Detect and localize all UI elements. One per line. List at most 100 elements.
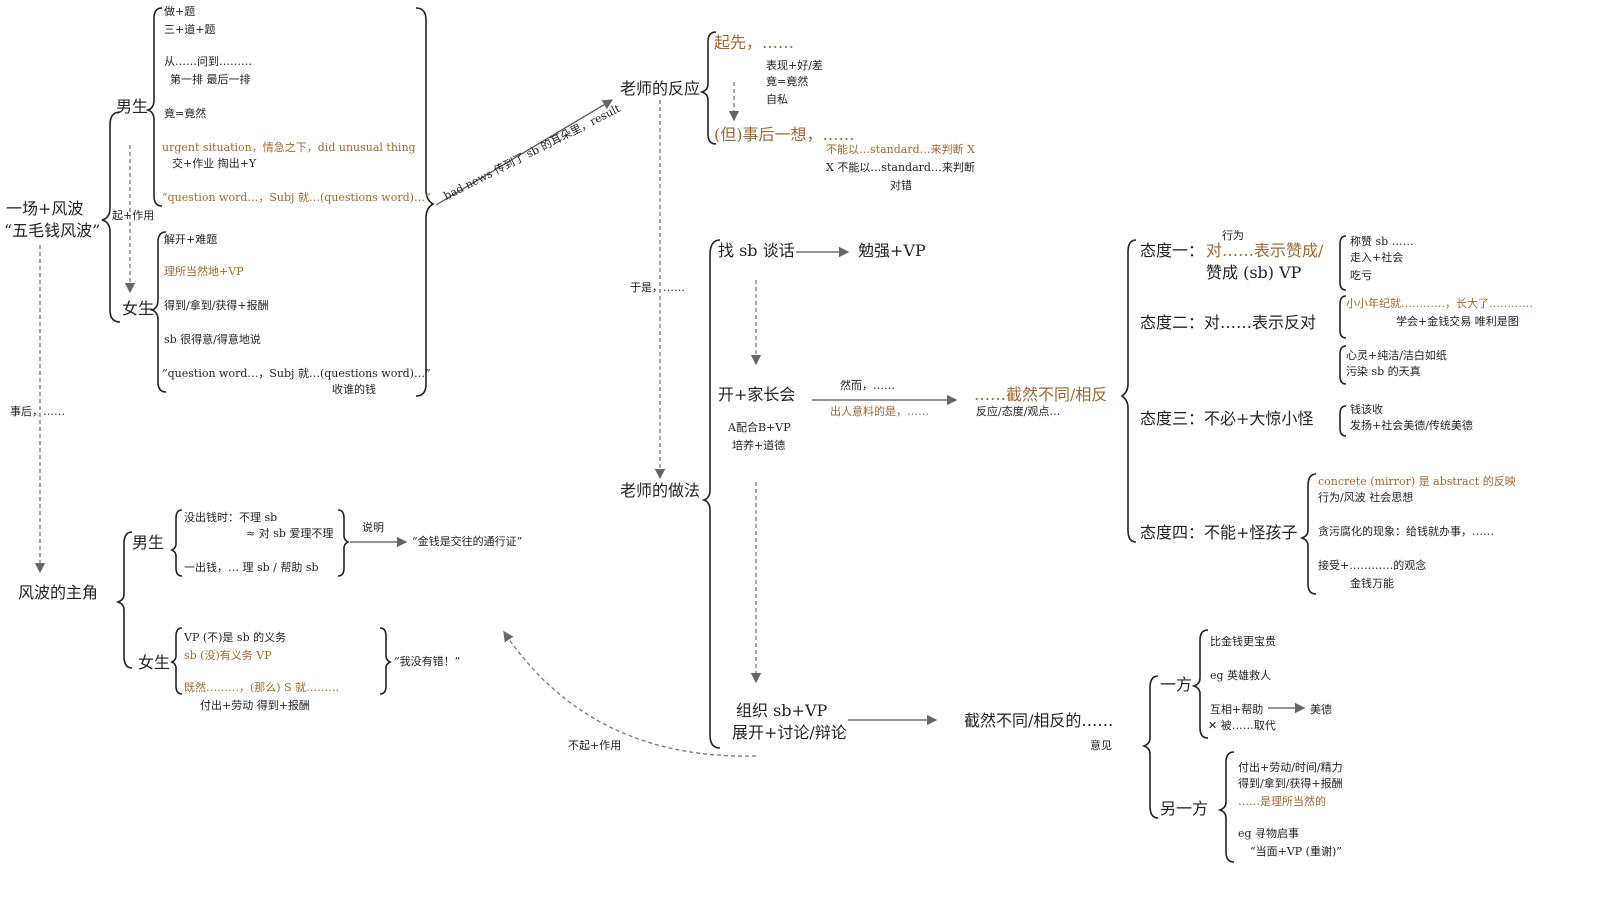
side-other-item-2: 得到/拿到/获得+报酬	[1238, 777, 1343, 790]
brace-prot-girls-r	[379, 627, 392, 695]
action-however: 然而，……	[840, 379, 895, 392]
girls-item-1: 解开+难题	[164, 233, 218, 246]
a1-label: 态度一：	[1140, 241, 1205, 260]
side-other-item-4: eg 寻物启事	[1238, 827, 1300, 840]
actions-title: 老师的做法	[620, 481, 701, 500]
brace-a3	[1339, 405, 1347, 437]
action-different: ……截然不同/相反	[974, 385, 1108, 404]
prot-girls-item-3: 既然………，(那么) S 就………	[184, 681, 340, 694]
action-meeting: 开+家长会	[718, 385, 796, 404]
brace-other	[1217, 751, 1235, 863]
brace-protagonists	[115, 531, 133, 669]
side-one-item-1: 比金钱更宝贵	[1210, 635, 1276, 648]
debate-result: 截然不同/相反的……	[964, 711, 1114, 730]
brace-prot-boys-l	[170, 509, 183, 577]
prot-girls-item-1: VP (不)是 sb 的义务	[184, 631, 287, 644]
a1-text-b: 表示赞成/	[1254, 241, 1324, 260]
side-one-item-4: ✕ 被……取代	[1208, 719, 1276, 732]
debate-opinion: 意见	[1090, 739, 1112, 752]
root-title: 一场+风波	[6, 199, 84, 218]
action-force: 勉强+VP	[858, 241, 926, 260]
side-other-item-3: ……是理所当然的	[1238, 795, 1326, 808]
a3-item-2: 发扬+社会美德/传统美德	[1350, 419, 1473, 432]
girls-item-2: 理所当然地+VP	[164, 265, 244, 278]
a1-text-a: 对……	[1206, 241, 1255, 260]
brace-boys-items	[145, 7, 163, 207]
brace-a4	[1299, 473, 1317, 595]
reaction-title: 老师的反应	[620, 79, 701, 98]
reaction-then: (但)事后一想，……	[714, 125, 855, 144]
news-arrow-label: bad news 传到了 sb 的耳朵里，result	[441, 101, 623, 203]
girls-item-6: 收谁的钱	[332, 383, 376, 396]
a1-item-2: 走入+社会	[1350, 251, 1404, 264]
action-meeting-1: A配合B+VP	[728, 421, 791, 434]
a3-item-1: 钱该收	[1350, 403, 1383, 416]
boys-item-2: 三+道+题	[164, 23, 216, 36]
reaction-first-2: 竟=竟然	[766, 75, 809, 88]
a2-label: 态度二：对……表示反对	[1140, 313, 1317, 332]
reaction-then-2: X 不能以…standard…来判断	[826, 161, 975, 174]
root-subtitle: “五毛钱风波”	[4, 221, 101, 240]
a2-item-4: 污染 sb 的天真	[1346, 365, 1421, 378]
prot-boys-item-2: ≈ 对 sb 爱理不理	[246, 527, 334, 540]
a1-item-1: 称赞 sb ……	[1350, 235, 1414, 248]
prot-boys-label: 男生	[132, 533, 165, 552]
brace-actions	[701, 239, 721, 749]
a1-item-3: 吃亏	[1350, 269, 1372, 282]
dash-no-effect	[503, 630, 757, 757]
protagonists-title: 风波的主角	[18, 583, 99, 602]
prot-boys-item-1: 没出钱时：不理 sb	[184, 511, 278, 524]
a4-item-4: 接受+…………的观念	[1318, 559, 1427, 572]
side-one-item-3: 互相+帮助	[1210, 703, 1264, 716]
side-other-item-5: “当面+VP (重谢)”	[1250, 845, 1342, 858]
a4-label: 态度四：不能+怪孩子	[1140, 523, 1298, 542]
reaction-first-1: 表现+好/差	[766, 59, 823, 72]
reaction-first: 起先，……	[714, 33, 795, 52]
prot-boys-explain: 说明	[362, 521, 384, 534]
action-different-sub: 反应/态度/观点…	[976, 405, 1061, 418]
reaction-then-1: 不能以…standard…来判断 X	[826, 143, 975, 156]
boys-item-4: 第一排 最后一排	[170, 73, 251, 86]
boys-item-3: 从……问到………	[164, 55, 252, 68]
start-effect-label: 起+作用	[112, 209, 155, 222]
brace-prot-boys-r	[337, 509, 350, 577]
boys-item-1: 做+题	[164, 5, 196, 18]
a4-item-3: 贪污腐化的现象：给钱就办事，……	[1318, 525, 1494, 538]
events-boys-label: 男生	[116, 97, 149, 116]
a4-item-1: concrete (mirror) 是 abstract 的反映	[1318, 475, 1516, 488]
girls-item-4: sb 很得意/得意地说	[164, 333, 261, 346]
brace-one	[1191, 629, 1209, 739]
reaction-first-3: 自私	[766, 93, 788, 106]
brace-prot-girls-l	[170, 627, 183, 695]
brace-a1	[1339, 235, 1347, 291]
side-other-item-1: 付出+劳动/时间/精力	[1238, 761, 1343, 774]
girls-item-3: 得到/拿到/获得+报酬	[164, 299, 269, 312]
a2-item-2: 学会+金钱交易 唯利是图	[1396, 315, 1519, 328]
boys-item-6: urgent situation，情急之下，did unusual thing	[162, 141, 416, 154]
a1-behavior: 行为	[1222, 229, 1244, 242]
a1-text-c: 赞成 (sb) VP	[1206, 263, 1302, 282]
events-girls-label: 女生	[122, 299, 155, 318]
a4-item-5: 金钱万能	[1350, 577, 1394, 590]
side-one-label: 一方	[1160, 675, 1193, 694]
side-other-label: 另一方	[1160, 799, 1209, 818]
a2-item-3: 心灵+纯洁/洁白如纸	[1346, 349, 1447, 362]
boys-item-5: 竟=竟然	[164, 107, 207, 120]
a3-label: 态度三：不必+大惊小怪	[1140, 409, 1314, 428]
action-talk: 找 sb 谈话	[718, 241, 795, 260]
afterwards-label: 事后，……	[10, 405, 65, 418]
brace-sides	[1141, 675, 1159, 819]
action-meeting-2: 培养+道德	[732, 439, 786, 452]
prot-girls-item-2: sb (没)有义务 VP	[184, 649, 272, 662]
prot-girls-item-4: 付出+劳动 得到+报酬	[200, 699, 310, 712]
prot-boys-item-3: 一出钱，… 理 sb / 帮助 sb	[184, 561, 319, 574]
prot-boys-quote: “金钱是交往的通行证”	[412, 535, 523, 548]
brace-attitudes	[1120, 239, 1137, 543]
prot-girls-quote: “我没有错！”	[394, 655, 461, 668]
so-label: 于是，……	[630, 281, 685, 294]
action-organize-1: 组织 sb+VP	[736, 701, 828, 720]
action-unexpected: 出人意料的是，……	[830, 405, 929, 418]
prot-girls-label: 女生	[138, 653, 171, 672]
action-organize-2: 展开+讨论/辩论	[732, 723, 847, 742]
